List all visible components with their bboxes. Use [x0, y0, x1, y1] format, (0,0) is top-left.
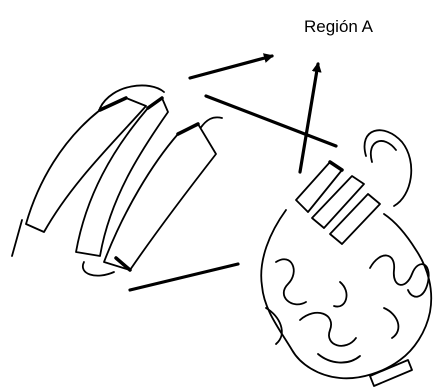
helix-coil	[370, 255, 429, 296]
arrow-from-enlarged-sheet	[190, 56, 272, 78]
protein-tail	[370, 360, 412, 386]
region-a-label: Región A	[304, 17, 374, 36]
enlarged-beta-sheet	[12, 85, 222, 275]
zoom-line-lower	[130, 264, 238, 290]
zoom-line-upper	[206, 96, 336, 146]
arrow-from-protein	[300, 64, 318, 172]
protein-ribbon	[261, 130, 431, 386]
